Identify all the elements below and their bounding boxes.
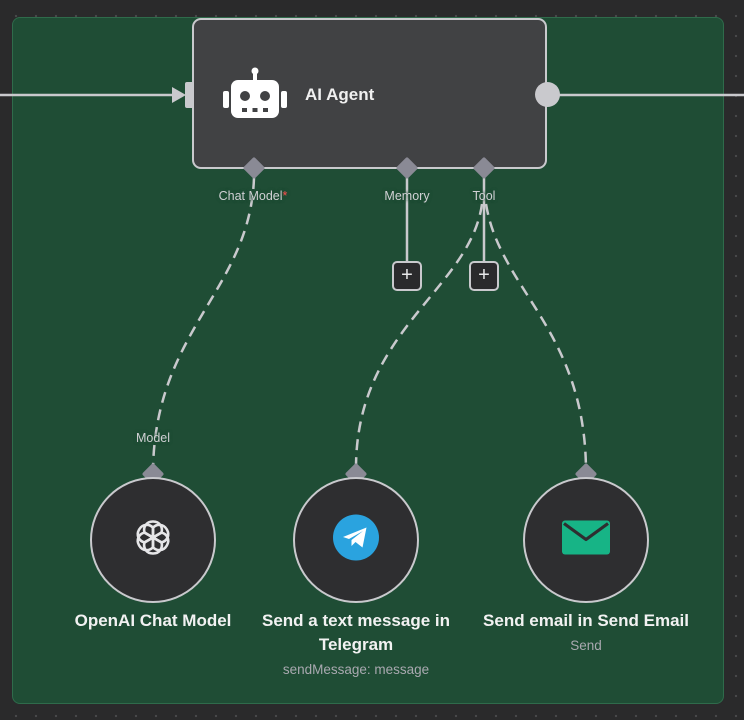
add-memory-button[interactable]: + — [392, 261, 422, 291]
robot-icon — [222, 67, 288, 123]
openai-icon — [128, 513, 178, 568]
agent-input-port[interactable] — [185, 82, 195, 108]
required-marker: * — [282, 189, 288, 203]
telegram-node[interactable] — [293, 477, 419, 603]
email-icon — [560, 518, 612, 563]
add-tool-button[interactable]: + — [469, 261, 499, 291]
tool-port-label: Tool — [472, 189, 496, 203]
openai-chat-model-node[interactable] — [90, 477, 216, 603]
agent-title: AI Agent — [305, 85, 375, 104]
model-input-label: Model — [135, 431, 171, 445]
openai-node-title: OpenAI Chat Model — [74, 611, 232, 630]
memory-port-label: Memory — [384, 189, 430, 203]
telegram-node-title-line2: Telegram — [318, 635, 394, 654]
email-node-title: Send email in Send Email — [483, 611, 689, 630]
telegram-node-title-line1: Send a text message in — [261, 611, 451, 630]
agent-output-port[interactable] — [535, 82, 560, 107]
email-node-subtitle: Send — [570, 638, 602, 653]
telegram-icon — [332, 514, 380, 567]
chat-model-port-label: Chat Model* — [218, 189, 288, 203]
send-email-node[interactable] — [523, 477, 649, 603]
telegram-node-subtitle: sendMessage: message — [282, 662, 430, 677]
